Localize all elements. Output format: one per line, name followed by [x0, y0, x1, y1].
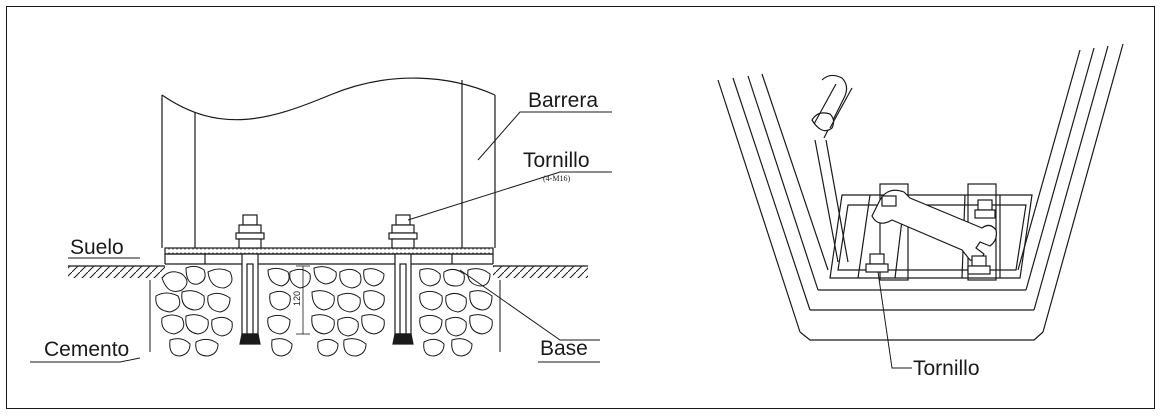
barrier-body [161, 77, 496, 248]
label-tornillo-right: Tornillo [913, 357, 980, 380]
bolt-assembly-left [235, 214, 265, 345]
right-perspective [717, 43, 1124, 369]
tornillo-leader [877, 271, 912, 369]
base-plate [164, 247, 494, 265]
label-base: Base [540, 337, 588, 360]
label-depth-120: 120 [292, 291, 302, 306]
label-cemento: Cemento [44, 338, 129, 361]
barrier-housing [717, 43, 1124, 341]
arm-pivot [811, 74, 853, 263]
leader-lines [30, 111, 612, 363]
label-suelo: Suelo [70, 236, 124, 259]
left-cross-section [30, 77, 612, 363]
concrete-stones [149, 265, 501, 357]
bolts-right [865, 195, 996, 275]
ground-surface [68, 265, 588, 278]
label-barrera: Barrera [528, 89, 598, 112]
label-tornillo-left: Tornillo [523, 149, 590, 172]
label-tornillo-spec: (4-M16) [543, 174, 570, 183]
depth-dimension [296, 265, 310, 335]
wrench [871, 189, 997, 261]
bolt-assembly-right [388, 214, 418, 345]
